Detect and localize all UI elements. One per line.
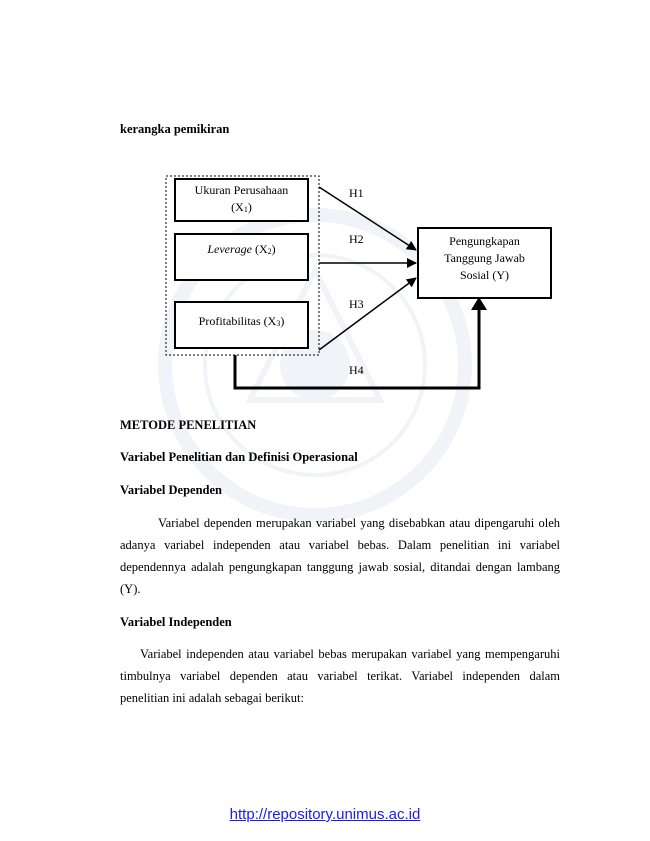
hypothesis-h3: H3 [349, 297, 364, 311]
heading-variabel-independen: Variabel Independen [120, 615, 232, 629]
paragraph-variabel-independen: Variabel independen atau variabel bebas … [120, 647, 560, 705]
paragraph-variabel-dependen: Variabel dependen merupakan variabel yan… [120, 516, 560, 596]
section-intro: kerangka pemikiran [120, 122, 230, 136]
box-ukuran-perusahaan [174, 178, 309, 222]
arrow-h1 [318, 186, 417, 251]
box-leverage [174, 233, 309, 281]
hypothesis-h1: H1 [349, 186, 364, 200]
heading-metode-penelitian: METODE PENELITIAN [120, 418, 257, 432]
box-profitabilitas [174, 301, 309, 349]
arrow-h3 [318, 277, 417, 351]
hypothesis-h2: H2 [349, 232, 364, 246]
box-leverage-label: Leverage (X2) [207, 242, 276, 256]
box-ukuran-perusahaan-label: Ukuran Perusahaan (X1) [194, 183, 289, 214]
arrow-h4 [233, 302, 481, 390]
hypothesis-h4: H4 [349, 363, 364, 377]
heading-variabel-penelitian: Variabel Penelitian dan Definisi Operasi… [120, 450, 358, 464]
box-pengungkapan-label: Pengungkapan Tanggung Jawab Sosial (Y) [444, 234, 525, 282]
box-profitabilitas-label: Profitabilitas (X3) [198, 314, 285, 328]
box-pengungkapan [417, 227, 552, 299]
heading-variabel-dependen: Variabel Dependen [120, 483, 222, 497]
independent-group-border [165, 175, 320, 356]
repository-link[interactable]: http://repository.unimus.ac.id [229, 806, 421, 823]
